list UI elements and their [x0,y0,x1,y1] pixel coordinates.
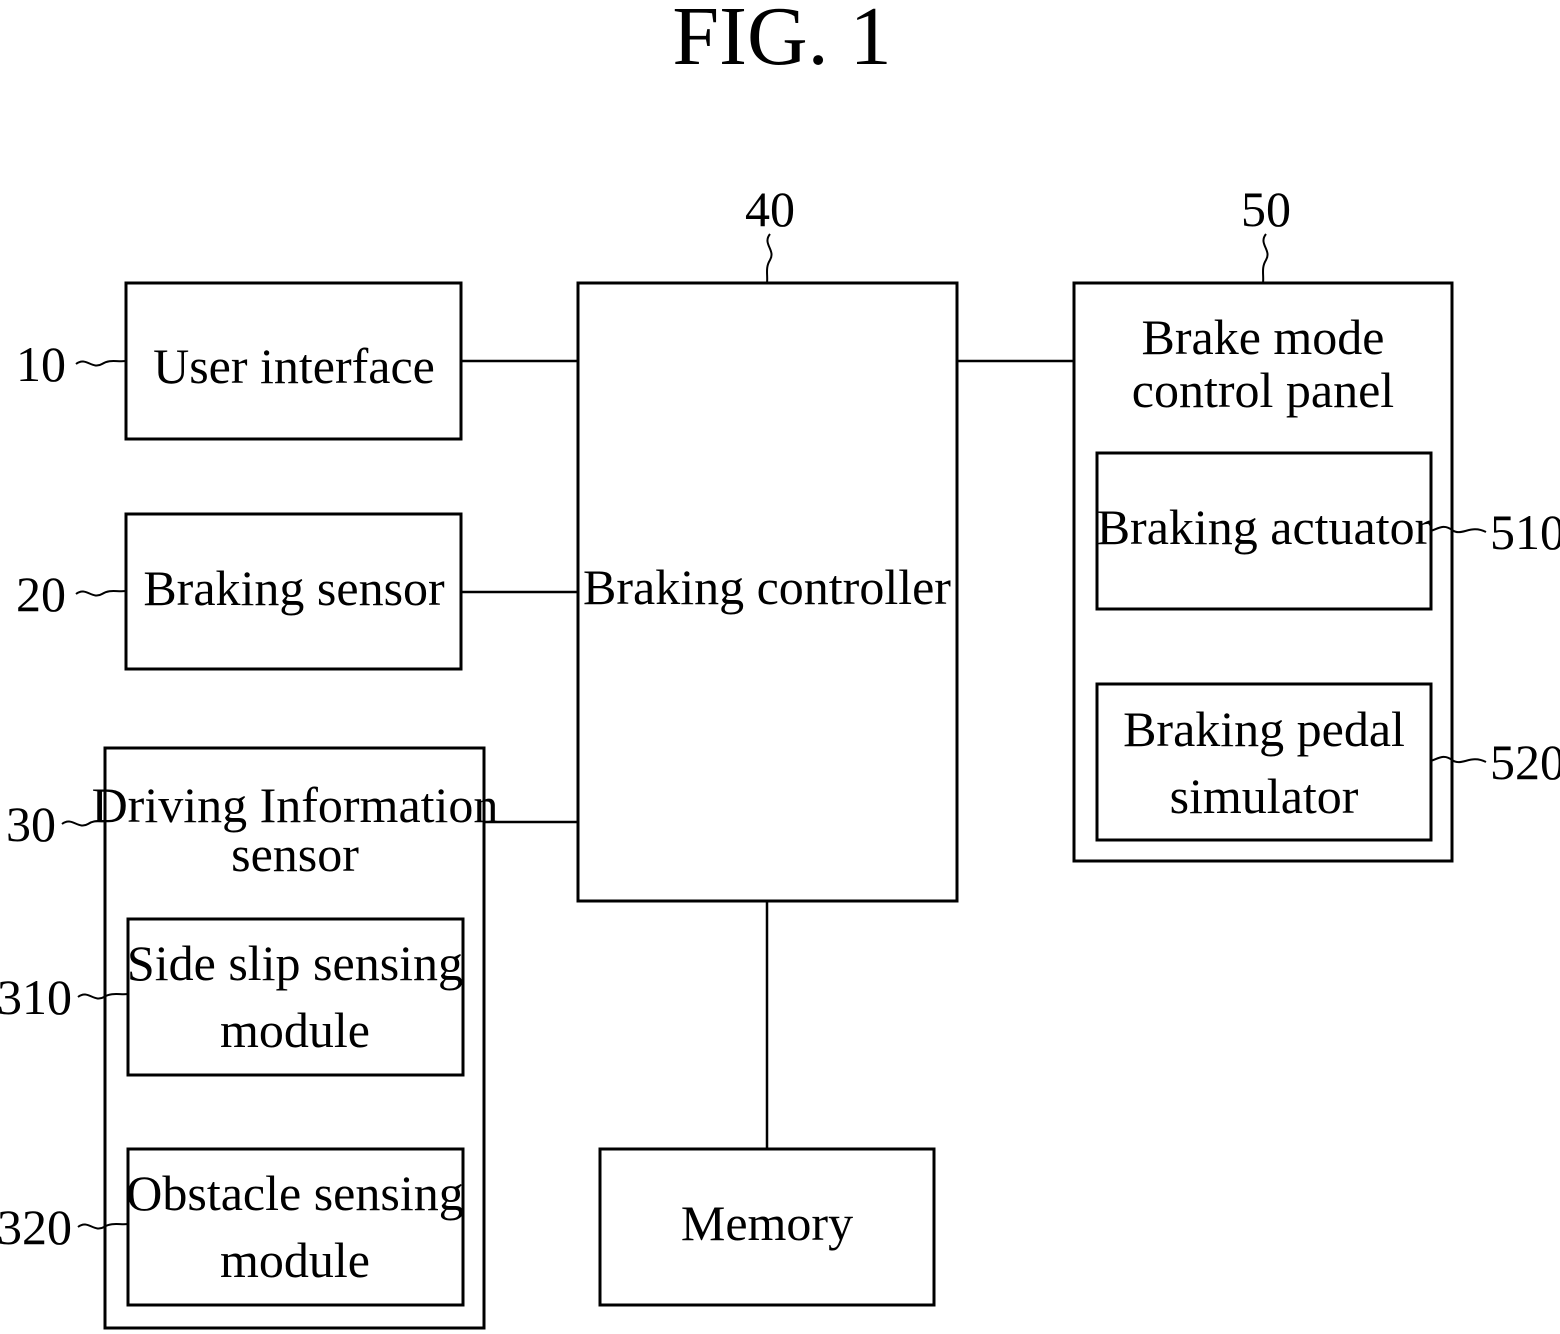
side-slip-label-line1: Side slip sensing [127,935,463,991]
driving-information-sensor-label-line2: sensor [231,826,359,882]
braking-sensor-label: Braking sensor [143,560,445,616]
pedal-simulator-label-line2: simulator [1170,768,1359,824]
memory-block: Memory [600,1149,934,1305]
ref-30: 30 [6,796,56,852]
ref-10-leader [76,361,126,366]
ref-520: 520 [1490,734,1560,790]
driving-information-sensor-label-line1: Driving Information [92,777,499,833]
ref-40: 40 [745,181,795,237]
braking-controller-block: Braking controller [578,283,957,901]
obstacle-label-line1: Obstacle sensing [126,1165,463,1221]
ref-20-leader [76,591,126,596]
braking-controller-label: Braking controller [583,559,951,615]
ref-10: 10 [16,336,66,392]
braking-actuator-label: Braking actuator [1097,499,1432,555]
brake-mode-control-panel-block: Brake mode control panel Braking actuato… [1074,283,1452,861]
brake-mode-label-line2: control panel [1132,362,1394,418]
ref-40-leader [767,234,772,283]
user-interface-label: User interface [153,338,435,394]
ref-50: 50 [1241,181,1291,237]
obstacle-label-line2: module [220,1232,370,1288]
memory-label: Memory [681,1195,853,1251]
user-interface-block: User interface [126,283,461,439]
ref-510: 510 [1490,504,1560,560]
side-slip-sensing-module-block: Side slip sensing module [127,919,463,1075]
ref-310: 310 [0,969,72,1025]
braking-actuator-block: Braking actuator [1097,453,1432,609]
pedal-simulator-label-line1: Braking pedal [1123,701,1405,757]
braking-sensor-block: Braking sensor [126,514,461,669]
ref-320: 320 [0,1199,72,1255]
side-slip-label-line2: module [220,1002,370,1058]
ref-20: 20 [16,566,66,622]
brake-mode-label-line1: Brake mode [1142,309,1385,365]
driving-information-sensor-block: Driving Information sensor Side slip sen… [92,748,499,1328]
figure-title: FIG. 1 [672,0,891,83]
braking-pedal-simulator-block: Braking pedal simulator [1097,684,1431,840]
ref-50-leader [1263,234,1268,283]
obstacle-sensing-module-block: Obstacle sensing module [126,1149,463,1305]
